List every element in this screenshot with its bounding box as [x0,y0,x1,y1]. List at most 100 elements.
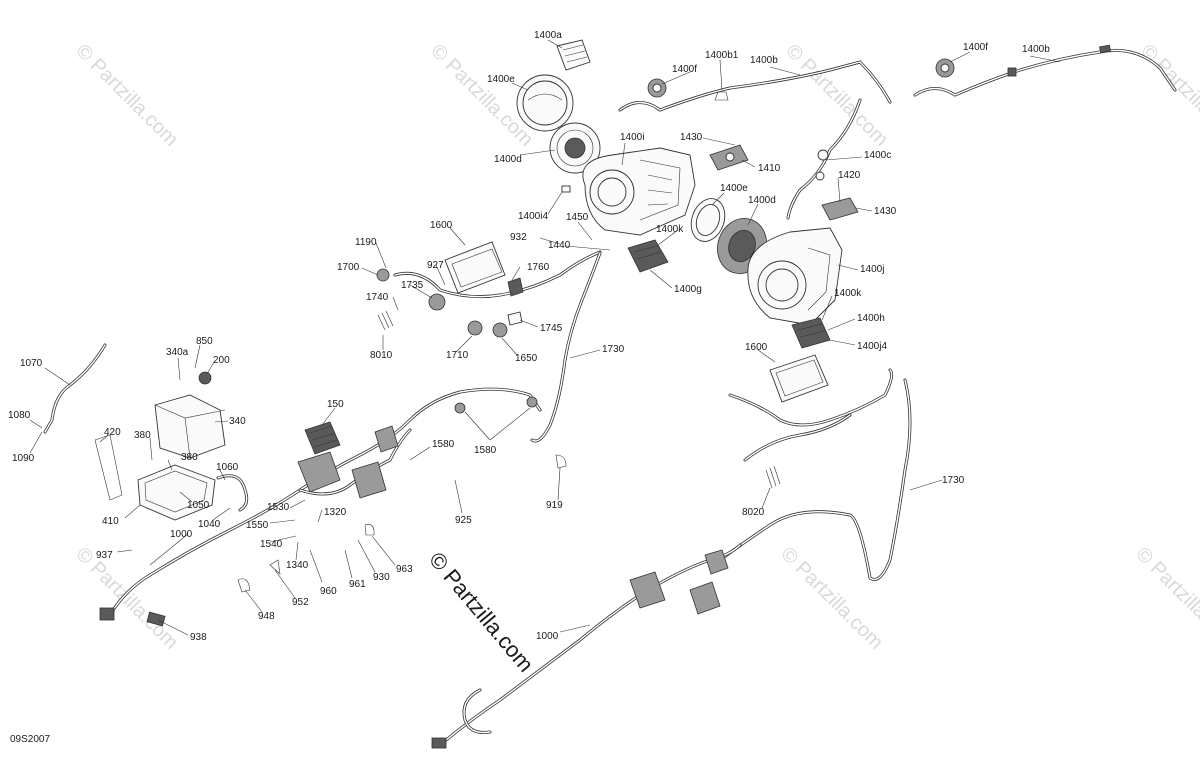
watermark-text: © Partzilla.com [776,543,887,654]
label-420: 420 [104,427,121,438]
label-1580-b: 1580 [474,445,497,456]
label-380: 380 [134,430,151,441]
part-8020 [765,465,781,489]
connector-1580-b [526,396,538,408]
part-fuse-box [297,451,341,493]
watermark-text: © Partzilla.com [71,543,182,654]
part-938 [146,611,166,627]
label-1420: 1420 [838,170,861,181]
connector-bottom-end [431,737,447,749]
label-1080: 1080 [8,410,31,421]
label-961: 961 [349,579,366,590]
label-410: 410 [102,516,119,527]
parts-lower-left [43,343,567,627]
label-1730-right: 1730 [942,475,965,486]
label-1600-right: 1600 [745,342,768,353]
label-1400i4: 1400i4 [518,211,548,222]
part-948 [237,578,251,593]
label-8010: 8010 [370,350,393,361]
label-1400h: 1400h [857,313,885,324]
label-1400g: 1400g [674,284,702,295]
label-1060: 1060 [216,462,239,473]
label-380-b: 380 [181,452,198,463]
label-930: 930 [373,572,390,583]
harness-1400b-right [913,48,1177,97]
label-8020: 8020 [742,507,765,518]
label-1430: 1430 [680,132,703,143]
part-1740 [377,310,394,331]
label-1745: 1745 [540,323,563,334]
label-1400k-right: 1400k [834,288,862,299]
part-919 [555,454,567,469]
label-1740: 1740 [366,292,389,303]
label-1040: 1040 [198,519,221,530]
part-200 [198,371,212,385]
label-937: 937 [96,550,113,561]
parts-left-cluster [376,241,602,338]
label-1700: 1700 [337,262,360,273]
label-927: 927 [427,260,444,271]
part-340-battery [154,394,226,459]
part-150-relay [304,421,341,455]
watermark-text: © Partzilla.com [71,40,182,151]
label-1400b1: 1400b1 [705,50,739,61]
part-fuse-box-lower [629,571,666,609]
part-1400a [556,39,591,71]
label-1450: 1450 [566,212,589,223]
part-1710 [467,320,483,336]
cable-1060 [216,474,249,512]
harnesses-upper [618,44,1177,220]
label-1400d: 1400d [494,154,522,165]
part-1600-display [444,241,506,294]
label-1530: 1530 [267,502,290,513]
label-1190: 1190 [355,237,377,248]
label-1760: 1760 [527,262,550,273]
label-1540: 1540 [260,539,283,550]
part-1735 [428,293,446,311]
leader-lines [29,39,1061,636]
part-963 [364,524,375,536]
label-1400j4: 1400j4 [857,341,887,352]
label-1550: 1550 [246,520,269,531]
watermark-center: © Partzilla.com [424,547,538,677]
label-1400b-right: 1400b [1022,44,1050,55]
label-1340: 1340 [286,560,309,571]
label-1400e-mid: 1400e [720,183,748,194]
label-1430-right: 1430 [874,206,897,217]
label-1400j: 1400j [860,264,884,275]
diagram-code: 09S2007 [10,734,50,745]
harness-right-branch [743,413,852,462]
part-1650 [492,322,508,338]
label-1710: 1710 [446,350,469,361]
label-1400a: 1400a [534,30,562,41]
label-1000-left: 1000 [170,529,193,540]
watermark-text: © Partzilla.com [781,40,892,151]
label-1730: 1730 [602,344,625,355]
label-1320: 1320 [324,507,347,518]
watermark-text: © Partzilla.com [1131,543,1200,654]
parts-right-center [690,197,859,349]
label-1410: 1410 [758,163,781,174]
label-1580-a: 1580 [432,439,455,450]
label-1735: 1735 [401,280,424,291]
label-1400k: 1400k [656,224,684,235]
part-410-tray [137,464,216,521]
label-1650: 1650 [515,353,538,364]
part-1745 [507,311,523,326]
label-1050: 1050 [187,500,210,511]
harness-1000-bottom [438,543,742,747]
label-200: 200 [213,355,230,366]
connector-left-end [99,607,115,621]
label-1400f-right: 1400f [963,42,988,53]
connector-1580-a [454,402,466,414]
label-1440: 1440 [548,240,571,251]
label-960: 960 [320,586,337,597]
part-1760 [507,277,524,297]
label-925: 925 [455,515,472,526]
label-1400f: 1400f [672,64,697,75]
label-850: 850 [196,336,213,347]
part-1600-display-right [769,354,829,403]
part-labels: 1400a 1400e 1400f 1400b1 1400b 1400f 140… [8,30,1050,643]
